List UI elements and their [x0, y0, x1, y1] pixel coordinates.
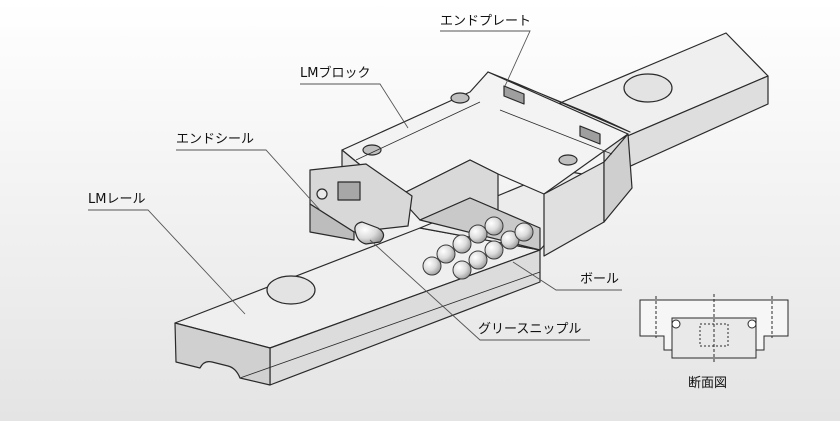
ball [452, 234, 472, 254]
block-ridge-1 [355, 101, 481, 161]
lm-block [341, 71, 633, 257]
ball [452, 260, 472, 280]
label-grease-nipple: グリースニップル [478, 322, 582, 337]
rail-hole-right [623, 73, 673, 103]
label-ball: ボール [580, 272, 620, 287]
block-hole-1 [362, 144, 382, 156]
leader-lines [88, 30, 622, 341]
grease-nipple [354, 221, 385, 245]
leader-lm-rail [88, 209, 246, 315]
grease-nipple-body [354, 221, 385, 245]
cross-section-caption: 断面図 [688, 376, 728, 391]
block-hole-3 [558, 154, 578, 166]
cross-section-ball-left [671, 319, 681, 329]
rail-groove [239, 271, 541, 379]
ball [484, 240, 504, 260]
cross-section-inset [639, 294, 789, 364]
leader-ball [512, 261, 622, 291]
leader-grease-nipple [369, 239, 590, 341]
block-hole-2 [450, 92, 470, 104]
ball [468, 250, 488, 270]
cross-section-ball-right [747, 319, 757, 329]
ball [468, 224, 488, 244]
block-ridge-2 [499, 109, 613, 155]
label-end-plate: エンドプレート [440, 14, 532, 29]
ball [436, 244, 456, 264]
end-seal-front [309, 203, 355, 241]
end-seal [309, 163, 413, 241]
end-seal-screw [316, 188, 328, 200]
leader-lm-block [300, 83, 409, 129]
ball [484, 216, 504, 236]
end-plate-window-2 [579, 125, 601, 145]
leader-end-plate [440, 30, 531, 87]
end-plate-window [503, 85, 525, 105]
block-end-seal-right [603, 133, 633, 223]
leader-end-seal [176, 149, 321, 211]
label-lm-rail: LMレール [88, 192, 146, 207]
cross-section-center [699, 323, 729, 347]
rail-hole-left [266, 275, 316, 305]
ball [422, 256, 442, 276]
rail-end-face [174, 322, 271, 386]
balls [422, 216, 534, 280]
ball [514, 222, 534, 242]
label-end-seal: エンドシール [176, 132, 255, 147]
end-seal-slot [337, 181, 361, 201]
label-lm-block: LMブロック [300, 66, 371, 81]
